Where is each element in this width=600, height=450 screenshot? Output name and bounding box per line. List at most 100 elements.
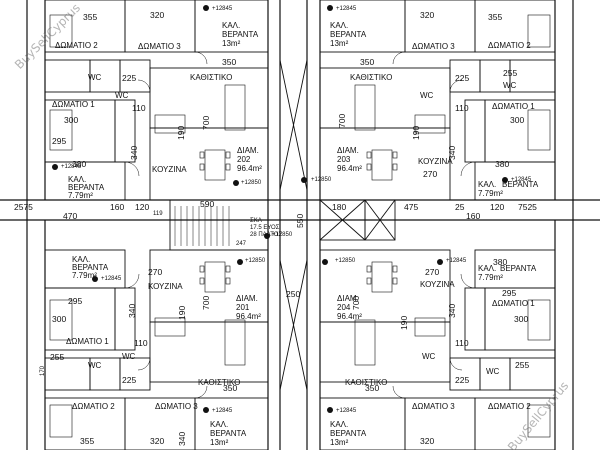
dim-340-bl2: 340 bbox=[177, 431, 187, 446]
dim-320-br: 320 bbox=[420, 436, 435, 446]
level-tr-2: +12845 bbox=[511, 177, 532, 183]
veranda-bl-1c: 7.79m² bbox=[72, 271, 97, 280]
wc-tr-2: WC bbox=[503, 81, 517, 90]
level-tl-3: +12850 bbox=[241, 180, 262, 186]
dim-110-tl: 110 bbox=[132, 103, 146, 113]
level-core: +12850 bbox=[272, 232, 293, 238]
dim-255-br: 255 bbox=[515, 360, 530, 370]
wc-tr-1: WC bbox=[420, 91, 434, 100]
dim-180: 180 bbox=[332, 202, 347, 212]
unit-202-area: 96.4m² bbox=[237, 164, 262, 173]
unit-201-label: ΔΙΑΜ. bbox=[236, 294, 258, 303]
dim-380-tl: 380 bbox=[72, 159, 87, 169]
veranda-br-2b: ΒΕΡΑΝΤΑ bbox=[330, 429, 367, 438]
dim-225-tl: 225 bbox=[122, 73, 137, 83]
dim-190-tl: 190 bbox=[176, 125, 186, 140]
level-tr-3: +12850 bbox=[311, 177, 332, 183]
wc-br-2: WC bbox=[486, 367, 500, 376]
dim-295-tl: 295 bbox=[52, 136, 67, 146]
dim-700-bl: 700 bbox=[201, 295, 211, 310]
room-bedroom3-br: ΔΩΜΑΤΙΟ 3 bbox=[412, 402, 455, 411]
stair-note-3: 28 ΠΑΛΤΟΣ bbox=[250, 232, 283, 238]
dim-355-tl: 355 bbox=[83, 12, 98, 22]
wc-br-1: WC bbox=[422, 352, 436, 361]
kitchen-tr: ΚΟΥΖΙΝΑ bbox=[418, 157, 453, 166]
dim-160-r: 160 bbox=[466, 211, 481, 221]
veranda-bl-1b: ΒΕΡΑΝΤΑ bbox=[72, 263, 109, 272]
room-bedroom2-tl: ΔΩΜΑΤΙΟ 2 bbox=[55, 41, 98, 50]
level-br-3: +12845 bbox=[336, 408, 357, 414]
dim-380-br: 380 bbox=[493, 257, 508, 267]
veranda-tl-2c: 7.79m² bbox=[68, 191, 93, 200]
veranda-br-1: ΚΑΛ. bbox=[478, 264, 497, 273]
level-tl-2: +12845 bbox=[61, 164, 82, 170]
living-tl: ΚΑΘΙΣΤΙΚΟ bbox=[190, 73, 233, 82]
stair-note-1: ΣΚΑ bbox=[250, 218, 262, 224]
kitchen-bl: ΚΟΥΖΙΝΑ bbox=[148, 282, 183, 291]
room-bedroom3-tr: ΔΩΜΑΤΙΟ 3 bbox=[412, 42, 455, 51]
veranda-bl-2c: 13m² bbox=[210, 438, 229, 447]
dim-355-tr: 355 bbox=[488, 12, 503, 22]
dim-119: 119 bbox=[153, 211, 163, 217]
dim-700-br: 700 bbox=[351, 295, 361, 310]
dim-300-br: 300 bbox=[514, 314, 529, 324]
dim-255-bl: 255 bbox=[50, 352, 65, 362]
dim-350-bl: 350 bbox=[223, 383, 238, 393]
dim-340-bl: 340 bbox=[127, 303, 137, 318]
kitchen-tl: ΚΟΥΖΙΝΑ bbox=[152, 165, 187, 174]
dim-340-br: 340 bbox=[447, 303, 457, 318]
room-bedroom1-br: ΔΩΜΑΤΙΟ 1 bbox=[492, 299, 535, 308]
dim-7525: 7525 bbox=[518, 202, 537, 212]
veranda-bl-2b: ΒΕΡΑΝΤΑ bbox=[210, 429, 247, 438]
dim-255-tr: 255 bbox=[503, 68, 518, 78]
dim-190-tr: 190 bbox=[411, 125, 421, 140]
dim-170-bl: 170 bbox=[40, 365, 46, 376]
wc-bl-1: WC bbox=[122, 352, 136, 361]
dim-350-br: 350 bbox=[365, 383, 380, 393]
stair-note-2: 17.5 ΕΥΟΣ bbox=[250, 225, 280, 231]
room-bedroom2-tr: ΔΩΜΑΤΙΟ 2 bbox=[488, 41, 531, 50]
dim-270-bl: 270 bbox=[148, 267, 163, 277]
wc-tl-2: WC bbox=[115, 91, 129, 100]
room-bedroom1-bl: ΔΩΜΑΤΙΟ 1 bbox=[66, 337, 109, 346]
dim-247: 247 bbox=[236, 241, 247, 247]
dim-225-bl: 225 bbox=[122, 375, 137, 385]
dim-350-tr: 350 bbox=[360, 57, 375, 67]
veranda-br-1c: 7.79m² bbox=[478, 273, 503, 282]
room-bedroom2-br: ΔΩΜΑΤΙΟ 2 bbox=[488, 402, 531, 411]
dim-110-bl: 110 bbox=[134, 338, 148, 348]
dim-270-br: 270 bbox=[425, 267, 440, 277]
dim-250: 250 bbox=[286, 289, 301, 299]
dim-295-bl: 295 bbox=[68, 296, 83, 306]
unit-204-number: 204 bbox=[337, 303, 351, 312]
unit-201-number: 201 bbox=[236, 303, 250, 312]
living-br: ΚΑΘΙΣΤΙΚΟ bbox=[345, 378, 388, 387]
living-tr: ΚΑΘΙΣΤΙΚΟ bbox=[350, 73, 393, 82]
kitchen-br: ΚΟΥΖΙΝΑ bbox=[420, 280, 455, 289]
dim-225-br: 225 bbox=[455, 375, 470, 385]
dim-120-l: 120 bbox=[135, 202, 150, 212]
dim-25: 25 bbox=[455, 202, 465, 212]
dim-590: 590 bbox=[200, 199, 215, 209]
veranda-br-2c: 13m² bbox=[330, 438, 349, 447]
dim-190-br: 190 bbox=[399, 315, 409, 330]
dim-320-tl: 320 bbox=[150, 10, 165, 20]
room-bedroom1-tr: ΔΩΜΑΤΙΟ 1 bbox=[492, 102, 535, 111]
veranda-tr-1: ΚΑΛ. bbox=[330, 21, 349, 30]
level-br-2: +12850 bbox=[335, 258, 356, 264]
level-tl-1: +12845 bbox=[212, 6, 233, 12]
dim-160-l: 160 bbox=[110, 202, 125, 212]
dim-300-bl: 300 bbox=[52, 314, 67, 324]
dim-270-tr: 270 bbox=[423, 169, 438, 179]
veranda-tl-2b: ΒΕΡΑΝΤΑ bbox=[68, 183, 105, 192]
veranda-tl-1c: 13m² bbox=[222, 39, 241, 48]
veranda-tr-2c: 7.79m² bbox=[478, 189, 503, 198]
room-bedroom1-tl: ΔΩΜΑΤΙΟ 1 bbox=[52, 100, 95, 109]
dim-475: 475 bbox=[404, 202, 419, 212]
dim-320-bl: 320 bbox=[150, 436, 165, 446]
dim-190-bl: 190 bbox=[177, 305, 187, 320]
dim-2575: 2575 bbox=[14, 202, 33, 212]
unit-202-number: 202 bbox=[237, 155, 251, 164]
dim-350-tl: 350 bbox=[222, 57, 237, 67]
